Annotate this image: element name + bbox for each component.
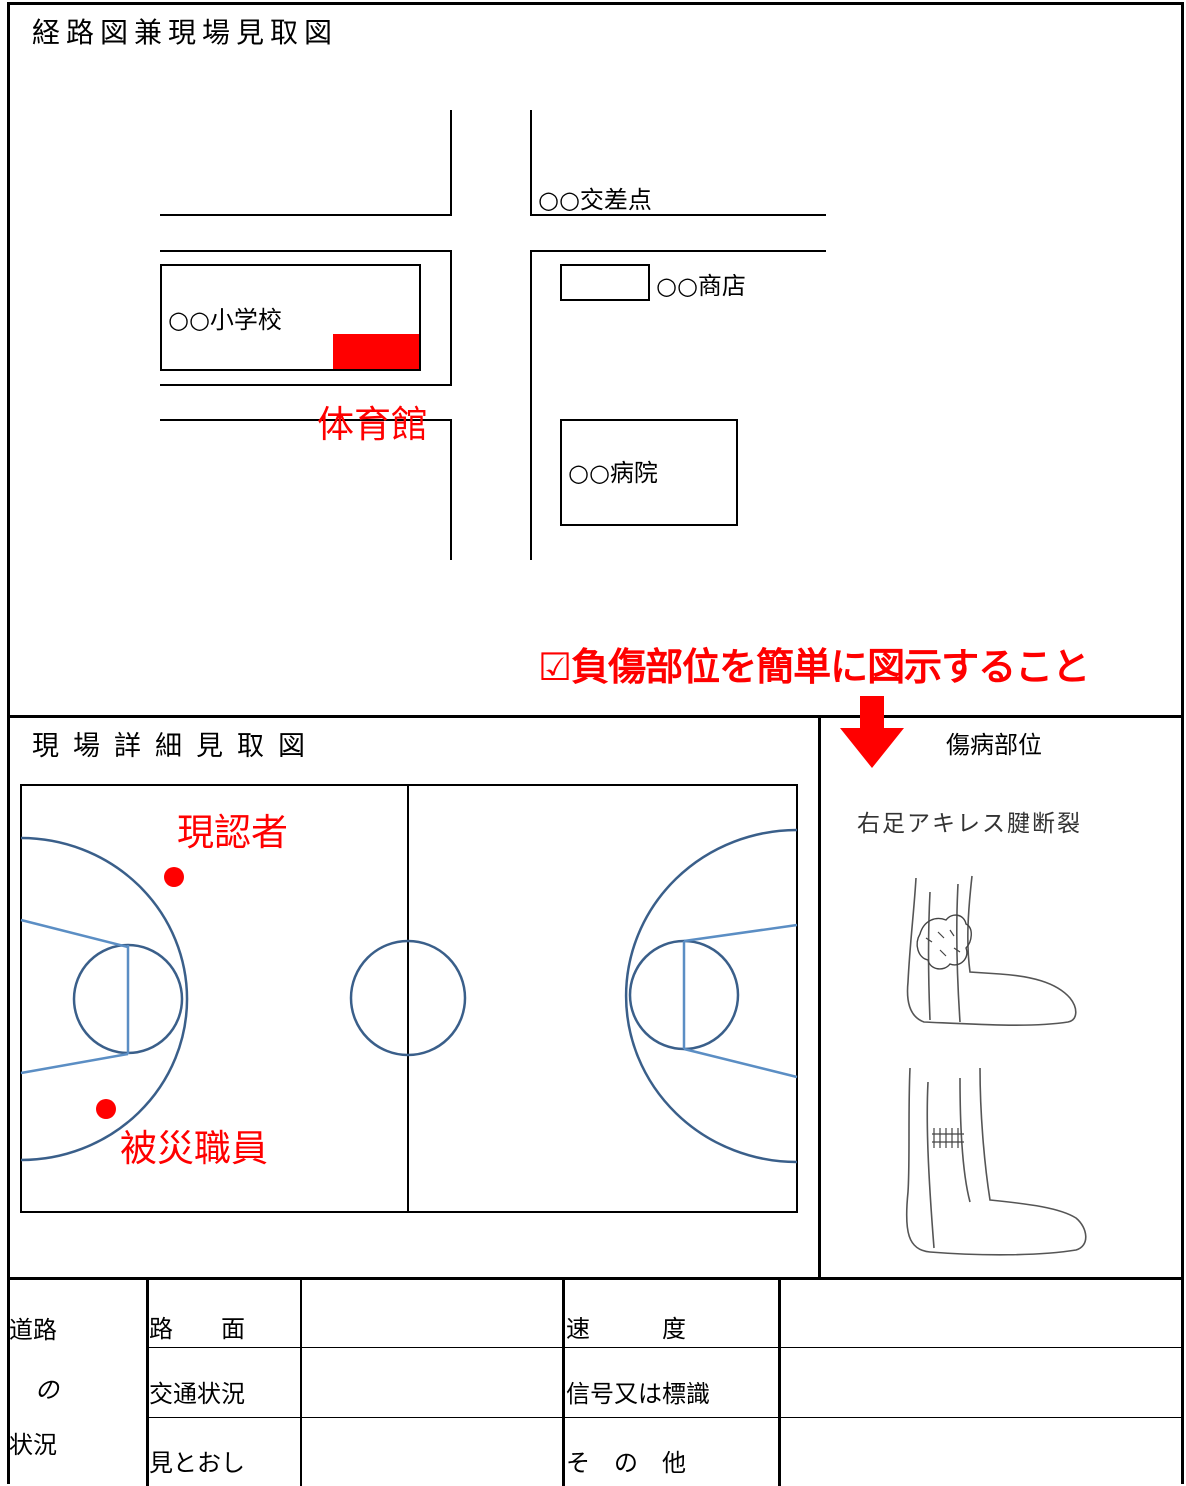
basketball-court: [20, 784, 798, 1213]
road-line: [450, 419, 452, 560]
victim-marker: [96, 1099, 116, 1119]
road-surface-value[interactable]: [310, 1317, 550, 1343]
table-divider: [300, 1279, 302, 1486]
road-line: [530, 250, 532, 560]
road-group-label-line3: 状況: [9, 1431, 57, 1459]
road-line: [450, 250, 452, 386]
center-circle: [349, 939, 467, 1057]
hospital-building: [560, 419, 738, 526]
outer-frame: [7, 2, 1184, 1484]
road-line: [530, 110, 532, 216]
intersection-label: ○○交差点: [538, 186, 652, 214]
witness-label: 現認者: [177, 811, 288, 854]
traffic-label: 交通状況: [149, 1380, 245, 1408]
table-divider: [148, 1347, 1184, 1348]
road-line: [160, 419, 451, 421]
road-line: [160, 214, 451, 216]
visibility-label: 見とおし: [149, 1449, 245, 1477]
right-key-line: [683, 1047, 798, 1079]
column-divider: [818, 716, 821, 1278]
section-divider: [7, 715, 1184, 718]
speed-label: 速 度: [566, 1315, 686, 1343]
signal-label: 信号又は標識: [566, 1380, 710, 1408]
school-label: ○○小学校: [168, 306, 282, 334]
table-divider: [778, 1279, 781, 1486]
gymnasium-marker: [333, 334, 419, 369]
other-value[interactable]: [790, 1451, 1170, 1477]
road-conditions-table: 道路 の 状況 路 面 速 度 交通状況 信号又は標識 見とおし そ の 他: [0, 1279, 1186, 1486]
witness-marker: [164, 867, 184, 887]
road-line: [530, 214, 826, 216]
road-group-label-line2: の: [35, 1376, 59, 1404]
left-key-line: [20, 1052, 129, 1075]
foot-back-view: [905, 1067, 1087, 1256]
table-divider: [148, 1417, 1184, 1418]
other-label: そ の 他: [566, 1449, 686, 1477]
gymnasium-label: 体育館: [317, 403, 428, 446]
injury-header: 傷病部位: [946, 731, 1042, 759]
road-group-label-line1: 道路: [9, 1316, 57, 1344]
road-line: [160, 384, 451, 386]
left-three-point-arc: [20, 836, 189, 1162]
table-divider: [146, 1279, 149, 1486]
injury-caption: 右足アキレス腱断裂: [857, 811, 1082, 837]
road-line: [530, 250, 826, 252]
victim-label: 被災職員: [120, 1127, 268, 1170]
road-line: [160, 250, 451, 252]
shop-label: ○○商店: [656, 272, 746, 300]
signal-value[interactable]: [790, 1382, 1170, 1408]
left-key-line: [20, 918, 129, 949]
visibility-value[interactable]: [310, 1451, 550, 1477]
route-map-title: 経路図兼現場見取図: [32, 16, 339, 49]
road-surface-label: 路 面: [149, 1315, 245, 1343]
foot-side-view: [906, 875, 1077, 1026]
speed-value[interactable]: [790, 1317, 1170, 1343]
down-arrow-icon: [840, 696, 904, 768]
route-map-section: 経路図兼現場見取図 ○○交差点 ○○小学校 体育館 ○○商店 ○○病院 ☑負傷部…: [0, 0, 1186, 716]
hospital-label: ○○病院: [568, 459, 658, 487]
injury-foot-illustration: [905, 875, 1087, 1256]
traffic-value[interactable]: [310, 1382, 550, 1408]
right-key-line: [683, 923, 798, 943]
shop-building: [560, 264, 650, 301]
section-divider: [7, 1277, 1184, 1280]
detail-map-title: 現場詳細見取図: [32, 731, 319, 762]
instruction-note: ☑負傷部位を簡単に図示すること: [538, 645, 1090, 689]
road-line: [450, 110, 452, 216]
table-divider: [562, 1279, 565, 1486]
right-three-point-arc: [624, 828, 798, 1164]
